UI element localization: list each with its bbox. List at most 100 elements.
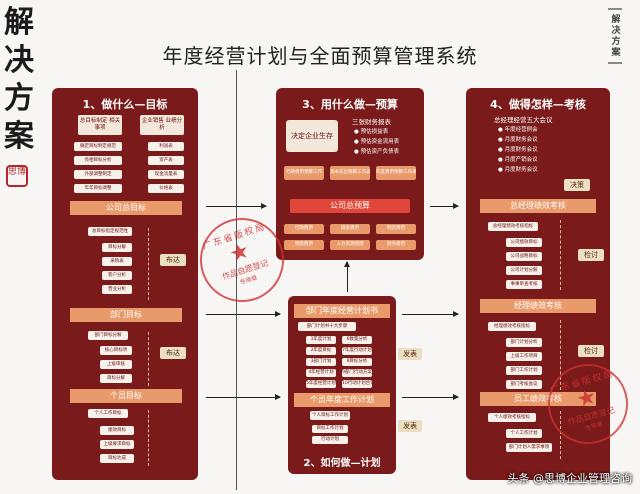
group3-header: 个人工作目标 [88,409,128,418]
manager-kpi-item: 部门考核会议 [506,380,542,389]
meeting-label: 月度财务会议 [504,137,538,143]
plan-step: 5年度经营计划 [306,380,336,388]
arrow-budget-to-assessment [430,203,459,209]
survival-box: 决定企业生存 [286,120,338,152]
meeting-item: ● 月度财务会议 [498,167,538,173]
manager-assessment-band: 经理绩效考核 [480,299,596,313]
panel-budget-title: 3、用什么做—预算 [302,98,398,111]
sales-analysis-header: 企业销售 业绩分析 [140,115,184,135]
manager-kpi-item: 部门计划分析 [506,338,542,347]
arrow-dept-to-plan [206,311,281,317]
report-item: 价格表 [148,184,184,193]
gm-kpi-header: 总经理绩效考核指标 [488,222,538,231]
plan-step: 4年经营计划 [306,369,336,377]
statement-item: ● 预估损益表 [354,129,389,135]
decision-tag: 决策 [564,179,590,191]
group1-item: 采购表 [102,257,132,266]
personal-plan-item: 目标工作计划 [312,425,348,433]
dept-goal-band: 部门目标 [70,308,182,322]
manager-kpi-item: 部门工作计划 [506,366,542,375]
side-char-1: 解 [4,5,34,40]
personal-plan-header: 个人目标工作计划 [310,411,350,420]
flow-line [148,228,149,300]
budget-sheet: 资本支出预算工作表 [330,166,370,180]
meeting-label: 月度产销会议 [504,157,538,163]
plan-step: 2年度目标 [306,347,336,355]
right-label-text: 解决方案 [609,14,620,58]
page-title: 年度经营计划与全面预算管理系统 [162,44,478,68]
panel-assessment: 4、做得怎样—考核 总经理经营五大会议 ● 年度经营例会 ● 月度财务会议 ● … [466,88,610,480]
goal-setting-header: 总目标制定 相关事项 [78,115,122,135]
group2-item: 上级审核 [100,360,132,369]
budget-sheet: 行政费用预算工作 [284,166,324,180]
gm-assessment-band: 总经理绩效考核 [480,199,596,213]
meeting-label: 月度财务会议 [504,147,538,153]
gm-kpi-item: 公司计划分解 [506,266,542,275]
expense-item: 行政费用 [284,224,324,234]
plan-step: 10行动计划合计 [342,380,372,388]
plan-step: 7年度行动计划 [342,347,372,355]
staff-kpi-item: 个人工作计划 [506,429,542,438]
side-char-3: 方 [4,81,34,116]
statement-label: 预估资金流用表 [360,139,400,145]
plan-step: 9部门行动方案 [342,369,372,377]
flow-line [560,411,561,459]
release-tag: 发表 [398,420,422,432]
side-char-2: 决 [4,43,34,78]
statement-label: 预估损益表 [360,129,389,135]
staff-kpi-header: 个人绩效考核指标 [488,413,536,422]
arrow-personal-to-plan [206,394,281,400]
group3-item: 绩效目标 [100,426,134,435]
report-item: 现金流量表 [148,170,184,179]
statement-item: ● 预估资金流用表 [354,139,400,145]
gm-kpi-item: 公司战略目标 [506,252,542,261]
staff-kpi-item: 部门计划人需求事项 [506,443,552,452]
expense-item: 财务费用 [376,240,416,250]
statement-label: 预估资产负债表 [360,149,400,155]
goal-item: 年年目标调整 [74,184,122,193]
side-char-4: 案 [4,119,34,154]
gm-kpi-item: 公司绩效目标 [506,238,542,247]
group1-item: 客户分析 [102,271,132,280]
meeting-label: 月度财务会议 [504,167,538,173]
staff-assessment-band: 员工绩效考核 [480,392,596,406]
release-tag: 发表 [398,348,422,360]
group1-item: 目标分解 [102,243,132,252]
watermark: 头条 @思博企业管理咨询 [507,472,633,485]
group1-item: 营业分析 [102,285,132,294]
arrow-plan-to-staff [402,394,459,400]
plan-step: 3部门计划 [306,358,336,366]
flow-line [560,220,561,290]
expense-item: 制造费用 [376,224,416,234]
review-tag: 检讨 [578,249,604,261]
release-tag: 布达 [160,347,186,359]
group2-header: 部门目标分解 [88,331,128,340]
personal-plan-item: 行动计划 [312,436,348,444]
release-tag: 布达 [160,254,186,266]
statement-item: ● 预估资产负债表 [354,149,400,155]
meetings-title: 总经理经营五大会议 [494,116,553,124]
brand-seal: 思博 [6,165,28,187]
panel-assessment-title: 4、做得怎样—考核 [490,98,586,111]
dept-plan-band: 部门年度经营计划书 [294,304,390,318]
manager-kpi-item: 上级工作项目 [506,352,542,361]
side-banner: 解 决 方 案 思博 [0,0,38,494]
gm-kpi-item: 事事审查考核 [506,280,542,289]
plan-step: 1年度计划 [306,336,336,344]
flow-line [148,332,149,386]
review-tag: 检讨 [578,345,604,357]
flow-line [148,410,149,466]
meeting-item: ● 月度财务会议 [498,137,538,143]
budget-sheet: 年度费用预算工作表 [376,166,416,180]
group3-item: 目标达成 [100,454,134,463]
plan-step: 6数量分析 [342,336,372,344]
panel-plan: 部门年度经营计划书 部门计划书十大步骤 1年度计划 2年度目标 3部门计划 4年… [288,296,396,474]
panel-goals-title: 1、做什么—目标 [82,98,168,111]
personal-goal-band: 个员目标 [70,389,182,403]
panel-plan-title: 2、如何做—计划 [303,458,381,469]
expense-item: 人力资源费用 [330,240,370,250]
meeting-item: ● 月度财务会议 [498,147,538,153]
group2-item: 目标分解 [100,374,132,383]
expense-item: 销售费用 [284,240,324,250]
panel-goals: 1、做什么—目标 总目标制定 相关事项 企业销售 业绩分析 确定目标制定规范 亮… [52,88,198,480]
